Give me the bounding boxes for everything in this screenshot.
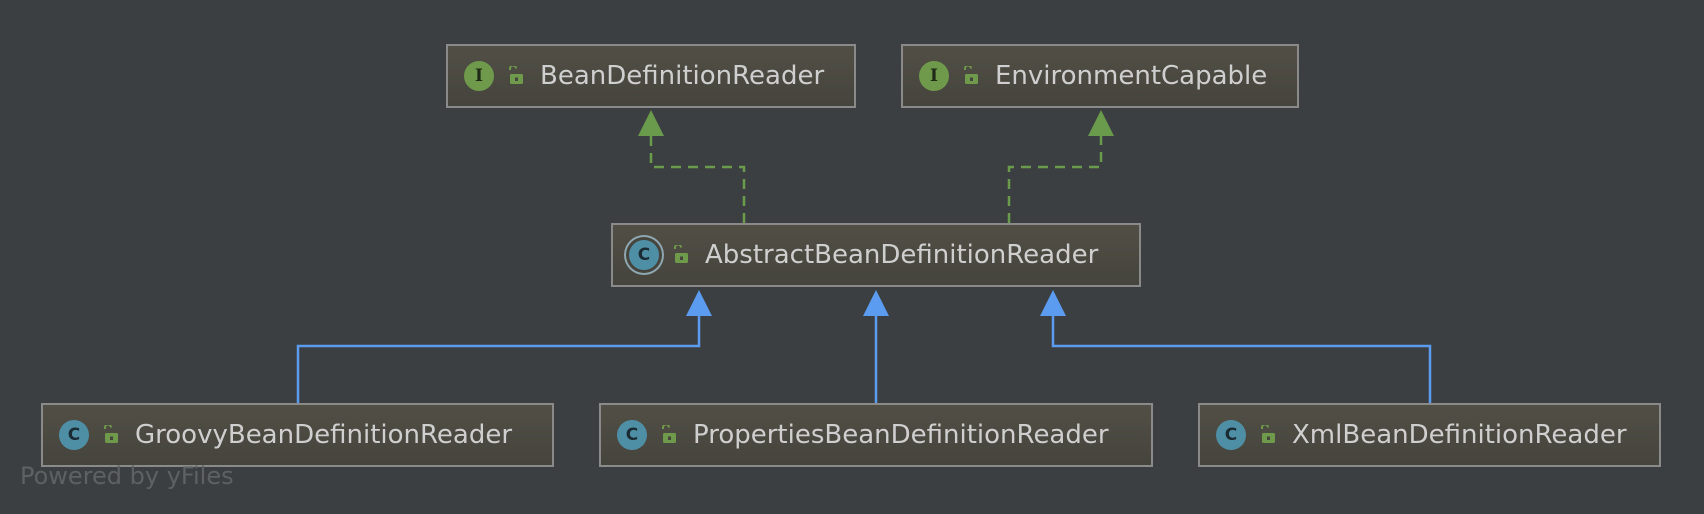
arrowhead-extends-xml: [1040, 290, 1066, 316]
class-name-label: BeanDefinitionReader: [540, 61, 825, 91]
interface-icon: I: [464, 61, 494, 91]
edge-extends-groovy: [296, 316, 701, 404]
public-lock-icon: [659, 425, 679, 445]
interface-icon: I: [919, 61, 949, 91]
class-name-label: PropertiesBeanDefinitionReader: [693, 420, 1109, 450]
node-properties-bean-definition-reader[interactable]: C PropertiesBeanDefinitionReader: [599, 403, 1153, 467]
arrowhead-implements-bean-definition-reader: [638, 110, 664, 136]
node-environment-capable[interactable]: I EnvironmentCapable: [901, 44, 1299, 108]
node-groovy-bean-definition-reader[interactable]: C GroovyBeanDefinitionReader: [41, 403, 554, 467]
edge-implements-environment-capable: [1007, 136, 1103, 223]
class-icon: C: [59, 420, 89, 450]
edge-implements-bean-definition-reader: [649, 136, 746, 223]
class-icon: C: [617, 420, 647, 450]
node-bean-definition-reader[interactable]: I BeanDefinitionReader: [446, 44, 856, 108]
public-lock-icon: [101, 425, 121, 445]
abstract-class-icon: C: [629, 240, 659, 270]
arrowhead-extends-properties: [863, 290, 889, 316]
arrowhead-implements-environment-capable: [1088, 110, 1114, 136]
node-xml-bean-definition-reader[interactable]: C XmlBeanDefinitionReader: [1198, 403, 1661, 467]
class-name-label: AbstractBeanDefinitionReader: [705, 240, 1099, 270]
public-lock-icon: [671, 245, 691, 265]
class-name-label: XmlBeanDefinitionReader: [1292, 420, 1627, 450]
public-lock-icon: [961, 66, 981, 86]
arrowhead-extends-groovy: [686, 290, 712, 316]
class-name-label: EnvironmentCapable: [995, 61, 1268, 91]
public-lock-icon: [506, 66, 526, 86]
class-icon: C: [1216, 420, 1246, 450]
class-name-label: GroovyBeanDefinitionReader: [135, 420, 513, 450]
edge-extends-xml: [1051, 316, 1432, 404]
powered-by-watermark: Powered by yFiles: [20, 462, 234, 490]
node-abstract-bean-definition-reader[interactable]: C AbstractBeanDefinitionReader: [611, 223, 1141, 287]
public-lock-icon: [1258, 425, 1278, 445]
